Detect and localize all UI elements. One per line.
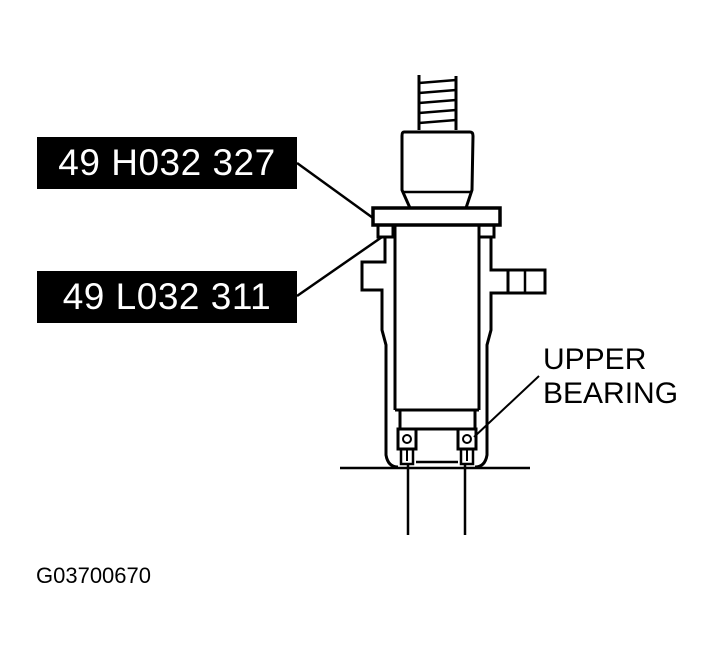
leader-line-bearing: [473, 375, 540, 438]
leader-line-top: [296, 161, 374, 220]
upper-bearing-line2: BEARING: [543, 377, 679, 410]
inner-tube: [393, 226, 481, 412]
upper-bearing-line1: UPPER: [543, 343, 647, 376]
upper-bearing: [396, 427, 478, 466]
figure-id: G03700670: [36, 563, 151, 588]
side-fitting: [506, 268, 547, 295]
tool-plate: [371, 206, 502, 227]
outer-housing-left: [360, 235, 399, 469]
tool-label-49-h032-327: 49 H032 327: [37, 137, 297, 189]
socket-body: [400, 130, 475, 210]
threaded-rod: [417, 75, 458, 130]
upper-bearing-callout: UPPER BEARING: [543, 343, 678, 411]
leader-line-bottom: [296, 235, 383, 298]
tool-label-49-l032-311: 49 L032 311: [37, 271, 297, 323]
